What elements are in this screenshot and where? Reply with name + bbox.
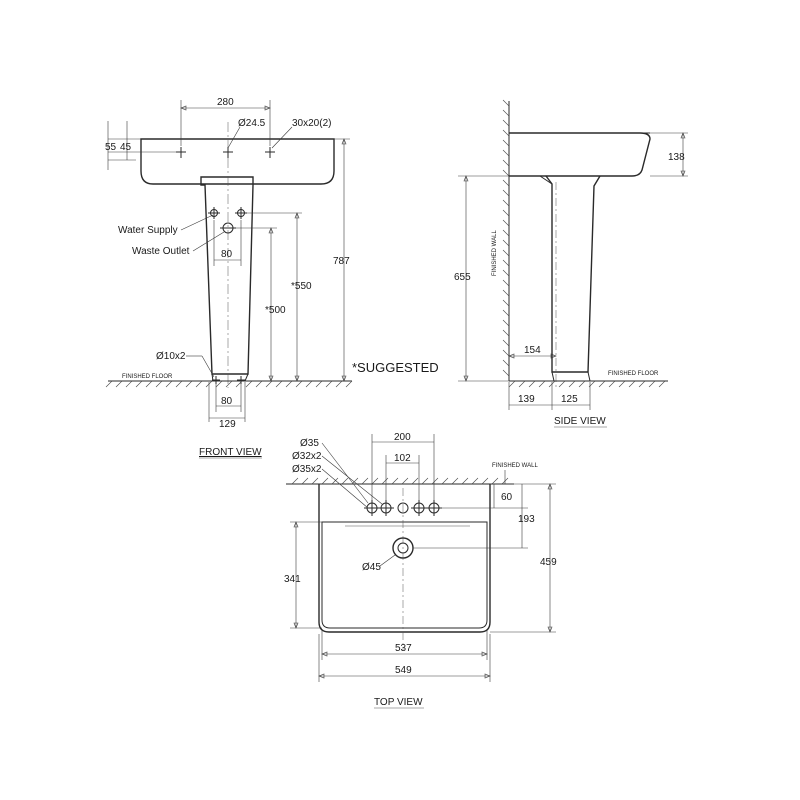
label-mount-holes: 30x20(2) <box>292 118 331 129</box>
front-pedestal-outline <box>200 176 254 375</box>
dim-side-basin-height: 138 <box>650 132 688 177</box>
dim-total-height-label: 787 <box>333 256 350 267</box>
dim-total-width-label: 549 <box>395 665 412 676</box>
dim-side-base-left-label: 139 <box>518 394 535 405</box>
dim-inner-hole-spacing-label: 102 <box>394 453 411 464</box>
top-view-title: TOP VIEW <box>374 697 423 708</box>
dim-base-width-label: 129 <box>219 419 236 430</box>
front-view: FINISHED FLOOR 280 55 45 Ø24.5 30x20(2) … <box>105 97 439 459</box>
label-waste-outlet: Waste Outlet <box>132 246 190 257</box>
label-top-tap-hole: Ø35 <box>300 438 319 449</box>
dim-waste-width: 80 <box>213 220 242 266</box>
dim-hole-spacing: 280 <box>180 97 271 146</box>
dim-bowl-depth-label: 341 <box>284 574 301 585</box>
top-hole-leaders: Ø35 Ø32x2 Ø35x2 <box>292 438 383 509</box>
dim-wall-to-drain-label: 193 <box>518 514 535 525</box>
suggested-note: *SUGGESTED <box>352 360 439 375</box>
top-wall-label: FINISHED WALL <box>492 463 538 469</box>
label-anchor: Ø10x2 <box>156 351 186 362</box>
top-basin-outline <box>318 484 491 633</box>
dim-rim-inner-label: 45 <box>120 142 132 153</box>
label-top-holes-32: Ø32x2 <box>292 451 322 462</box>
label-drain: Ø45 <box>362 562 381 573</box>
side-view: FINISHED WALL FINISHED FLOOR 138 <box>454 99 688 428</box>
dim-total-height: 787 <box>320 138 350 382</box>
front-floor-label: FINISHED FLOOR <box>122 374 173 380</box>
dim-top-holes: 200 102 <box>371 432 435 500</box>
side-wall-hatch <box>502 99 510 377</box>
dim-rim-top-label: 55 <box>105 142 117 153</box>
dim-wall-to-holes-label: 60 <box>501 492 513 503</box>
label-top-holes-35: Ø35x2 <box>292 464 322 475</box>
front-floor-hatch <box>105 380 353 388</box>
side-view-title: SIDE VIEW <box>554 416 606 427</box>
dim-side-pedestal-offset: 154 <box>508 345 557 359</box>
dim-side-basin-height-label: 138 <box>668 152 685 163</box>
dim-waste-width-label: 80 <box>221 249 233 260</box>
label-water-supply: Water Supply <box>118 225 178 236</box>
top-tap-holes <box>364 500 442 516</box>
dim-side-base-right-label: 125 <box>561 394 578 405</box>
side-floor-label: FINISHED FLOOR <box>608 371 659 377</box>
top-view: FINISHED WALL 200 102 <box>284 432 557 709</box>
dim-hole-spacing-label: 280 <box>217 97 234 108</box>
front-basin-outline <box>140 138 335 185</box>
top-wall-hatch <box>291 477 509 485</box>
side-basin-outline <box>509 132 651 177</box>
label-tap-hole: Ø24.5 <box>238 118 266 129</box>
dim-supply-height-label: *550 <box>291 281 312 292</box>
front-anchor-holes <box>212 376 245 384</box>
dim-side-rim-height-label: 655 <box>454 272 471 283</box>
dim-side-base: 139 125 <box>508 382 591 410</box>
dim-base: 80 129 <box>208 382 246 430</box>
front-tap-holes <box>176 147 275 158</box>
dim-top-width: 537 549 <box>318 630 491 682</box>
dim-total-depth-label: 459 <box>540 557 557 568</box>
dim-side-pedestal-offset-label: 154 <box>524 345 541 356</box>
dim-supply-height: *550 <box>247 212 312 382</box>
side-pedestal-outline <box>545 175 601 373</box>
front-view-title: FRONT VIEW <box>199 447 262 458</box>
dim-side-rim-height: 655 <box>454 175 545 382</box>
dim-outer-hole-spacing-label: 200 <box>394 432 411 443</box>
dim-top-right: 60 193 459 <box>413 483 557 633</box>
side-wall-label: FINISHED WALL <box>492 230 498 276</box>
top-bowl-outline <box>321 521 488 629</box>
dim-waste-height-label: *500 <box>265 305 286 316</box>
dim-waste-height: *500 <box>236 227 286 382</box>
dim-base-inner-label: 80 <box>221 396 233 407</box>
front-supply-points <box>208 207 247 234</box>
dim-bowl-depth: 341 <box>284 521 322 629</box>
dim-inner-width-label: 537 <box>395 643 412 654</box>
side-floor-hatch <box>508 380 666 388</box>
dim-rim-left: 55 45 <box>105 121 176 170</box>
